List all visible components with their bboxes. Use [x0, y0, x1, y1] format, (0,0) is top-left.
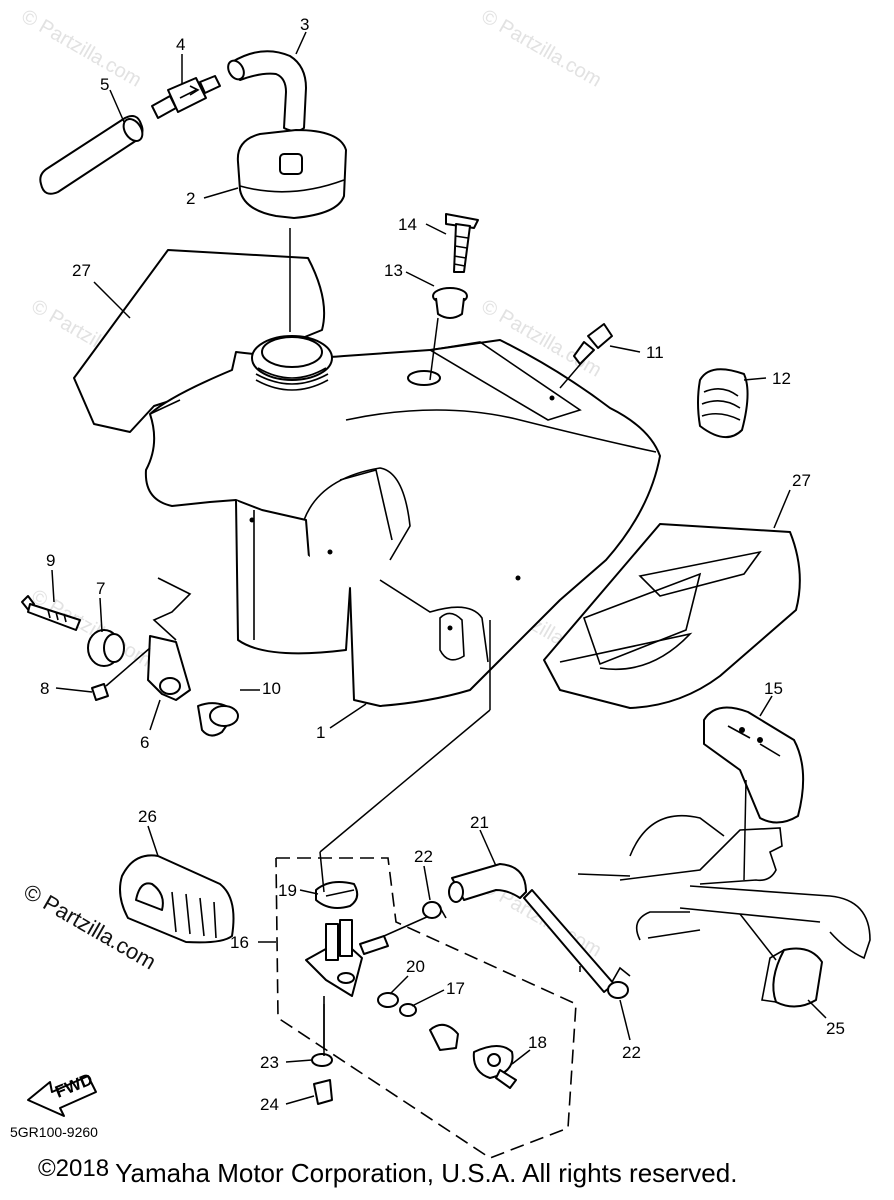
callout-label: 20 — [406, 957, 425, 976]
part-fuel-tank — [144, 335, 661, 707]
part-decal-right — [543, 523, 801, 709]
callout-label: 24 — [260, 1095, 279, 1114]
callout-label: 12 — [772, 369, 791, 388]
callout-label: 13 — [384, 261, 403, 280]
part-check-valve — [151, 75, 221, 119]
callout-label: 7 — [96, 579, 105, 598]
callout-label: 5 — [100, 75, 109, 94]
part-screw — [445, 213, 479, 273]
part-hose — [39, 115, 144, 195]
copyright-text: Yamaha Motor Corporation, U.S.A. All rig… — [115, 1158, 738, 1188]
diagram-code: 5GR100-9260 — [10, 1124, 98, 1140]
part-breather-hose-elbow — [227, 50, 307, 132]
callout-label: 6 — [140, 733, 149, 752]
callout-label: 26 — [138, 807, 157, 826]
frame-outline — [577, 814, 871, 960]
copyright-year: ©2018 — [38, 1155, 110, 1182]
callout-label: 22 — [622, 1043, 641, 1062]
callout-label: 22 — [414, 847, 433, 866]
part-fuel-hose — [422, 863, 631, 999]
callout-label: 8 — [40, 679, 49, 698]
callout-label: 14 — [398, 215, 417, 234]
callout-numbers: 3 4 5 2 27 14 13 11 12 27 9 7 8 6 10 1 1… — [40, 15, 845, 1114]
part-bracket-assembly — [21, 577, 239, 737]
part-protector — [703, 706, 805, 824]
callout-label: 19 — [278, 881, 297, 900]
callout-label: 23 — [260, 1053, 279, 1072]
part-guard — [761, 947, 823, 1008]
callout-label: 25 — [826, 1019, 845, 1038]
part-fuel-cap — [236, 129, 347, 219]
fuel-cock-group — [275, 857, 577, 1159]
watermark-text: © Partzilla.com — [18, 5, 146, 91]
callout-label: 16 — [230, 933, 249, 952]
callout-label: 15 — [764, 679, 783, 698]
callout-label: 2 — [186, 189, 195, 208]
callout-label: 9 — [46, 551, 55, 570]
callout-label: 17 — [446, 979, 465, 998]
part-cover — [119, 854, 235, 944]
callout-label: 21 — [470, 813, 489, 832]
callout-label: 11 — [646, 343, 664, 362]
callout-label: 3 — [300, 15, 309, 34]
callout-label: 10 — [262, 679, 281, 698]
forward-arrow-icon: FWD — [27, 1070, 97, 1117]
callout-label: 18 — [528, 1033, 547, 1052]
part-damper — [432, 287, 468, 319]
callout-label: 27 — [792, 471, 811, 490]
leader-lines — [289, 228, 777, 1056]
callout-leaders — [51, 31, 827, 1105]
part-clip — [697, 368, 749, 438]
callout-label: 1 — [316, 723, 325, 742]
callout-label: 27 — [72, 261, 91, 280]
watermark-text: © Partzilla.com — [478, 5, 606, 91]
callout-label: 4 — [176, 35, 185, 54]
